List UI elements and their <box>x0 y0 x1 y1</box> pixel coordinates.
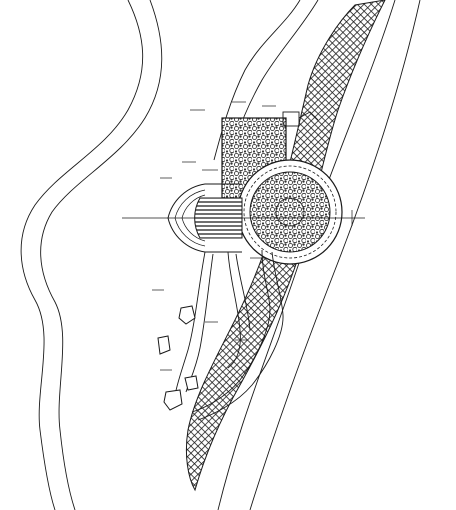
boulder-4 <box>163 389 183 411</box>
path-e <box>191 249 271 413</box>
contour-line-1 <box>20 0 144 510</box>
boulder-2 <box>157 335 171 355</box>
path-curve-upper <box>213 0 301 161</box>
shoreline-contours <box>20 0 163 510</box>
boulder-1 <box>178 305 196 325</box>
embankment-inner <box>249 0 421 510</box>
pavilion <box>282 111 319 127</box>
path-c <box>227 251 241 369</box>
circular-plaza <box>237 159 343 265</box>
boulders <box>157 305 199 411</box>
contour-line-2 <box>40 0 163 510</box>
path-d <box>235 253 251 331</box>
path-f <box>197 251 284 421</box>
boulder-3 <box>184 375 199 391</box>
axis-line <box>122 210 365 226</box>
path-a <box>174 251 206 396</box>
garden-paths <box>174 249 284 421</box>
annotation-leaders <box>152 101 276 371</box>
